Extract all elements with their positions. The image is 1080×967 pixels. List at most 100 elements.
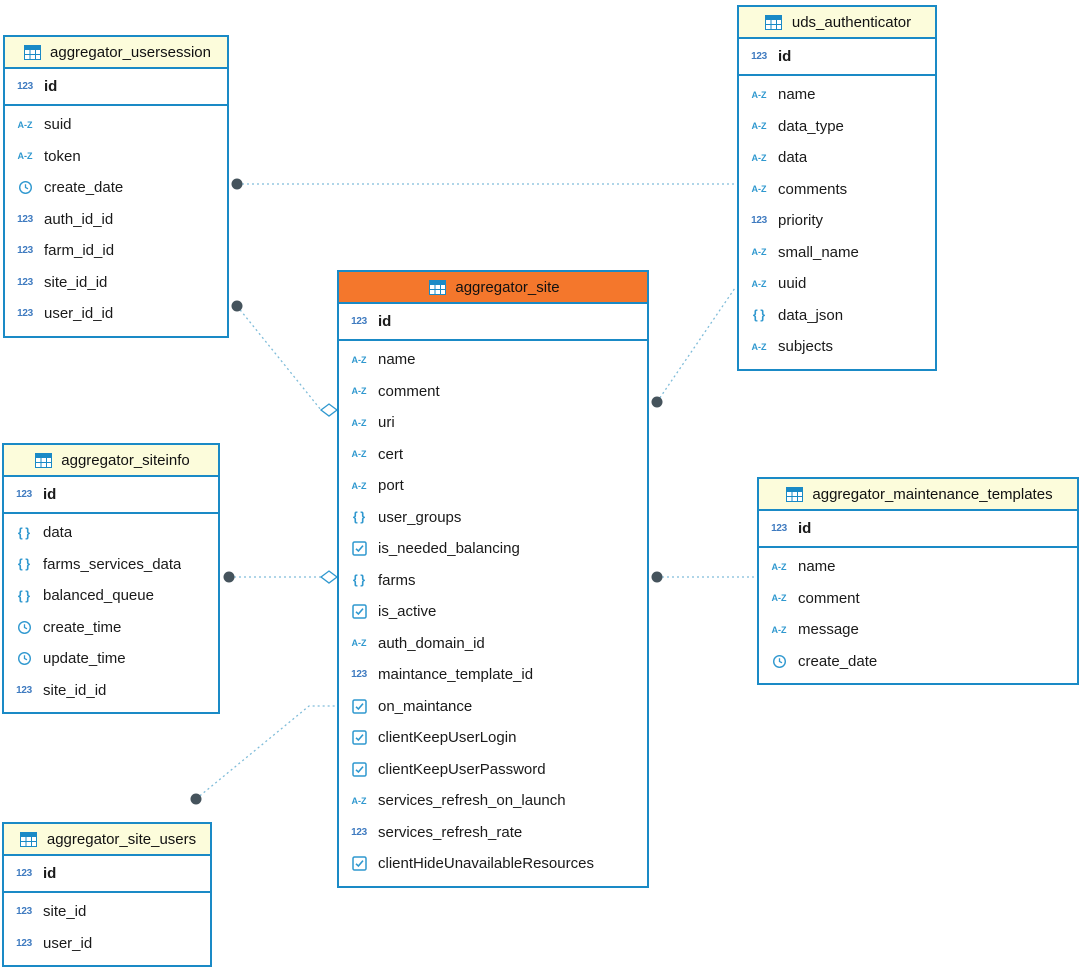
- column-row-create_date[interactable]: create_date: [759, 646, 1077, 678]
- text-type-icon: A-Z: [751, 278, 767, 289]
- numeric-type-icon: 123: [771, 523, 787, 534]
- text-type-icon: A-Z: [17, 151, 33, 162]
- text-type-icon: A-Z: [751, 247, 767, 258]
- relation-endpoint-dot: [231, 178, 243, 190]
- column-row-user_groups[interactable]: { }user_groups: [339, 502, 647, 534]
- column-name: farm_id_id: [44, 242, 115, 260]
- column-row-farms_services_data[interactable]: { }farms_services_data: [4, 549, 218, 581]
- boolean-type-icon: [348, 541, 370, 556]
- column-name: token: [44, 147, 81, 165]
- column-row-balanced_queue[interactable]: { }balanced_queue: [4, 580, 218, 612]
- table-header[interactable]: aggregator_maintenance_templates: [759, 479, 1077, 511]
- column-name: user_id: [43, 934, 93, 952]
- column-name: uri: [378, 414, 395, 432]
- datetime-type-icon: [13, 620, 35, 635]
- column-row-clientHideUnavailableResources[interactable]: clientHideUnavailableResources: [339, 848, 647, 880]
- text-type-icon: A-Z: [351, 449, 367, 460]
- table-header[interactable]: uds_authenticator: [739, 7, 935, 39]
- column-name: create_time: [43, 618, 122, 636]
- numeric-type-icon: 123: [16, 868, 32, 879]
- column-name: port: [378, 477, 404, 495]
- table-header[interactable]: aggregator_site_users: [4, 824, 210, 856]
- column-name: data: [43, 524, 73, 542]
- column-row-is_needed_balancing[interactable]: is_needed_balancing: [339, 533, 647, 565]
- column-row-clientKeepUserPassword[interactable]: clientKeepUserPassword: [339, 754, 647, 786]
- column-row-data_json[interactable]: { }data_json: [739, 300, 935, 332]
- column-name: comment: [378, 382, 440, 400]
- relation-endpoint-dot: [231, 300, 243, 312]
- numeric-type-icon: 123: [351, 826, 367, 838]
- column-row-create_time[interactable]: create_time: [4, 612, 218, 644]
- text-type-icon: A-Z: [771, 593, 787, 604]
- table-icon: [426, 279, 448, 295]
- column-row-update_time[interactable]: update_time: [4, 643, 218, 675]
- boolean-type-icon: [348, 856, 370, 871]
- column-row-data[interactable]: { } data: [4, 517, 218, 549]
- column-row-token[interactable]: A-Z token: [5, 141, 227, 173]
- column-row-is_active[interactable]: is_active: [339, 596, 647, 628]
- numeric-type-icon: 123: [17, 213, 33, 225]
- numeric-type-icon: 123: [16, 937, 32, 949]
- json-type-icon: { }: [17, 525, 31, 540]
- column-name: auth_domain_id: [378, 634, 485, 652]
- table-header[interactable]: aggregator_site: [339, 272, 647, 304]
- numeric-type-icon: 123: [16, 684, 32, 696]
- column-row-clientKeepUserLogin[interactable]: clientKeepUserLogin: [339, 722, 647, 754]
- column-name: update_time: [43, 650, 126, 668]
- column-name: auth_id_id: [44, 210, 114, 228]
- column-row-farms[interactable]: { }farms: [339, 565, 647, 597]
- table-header[interactable]: aggregator_usersession: [5, 37, 227, 69]
- table-icon: [18, 831, 40, 847]
- column-row-on_maintance[interactable]: on_maintance: [339, 691, 647, 723]
- table-header[interactable]: aggregator_siteinfo: [4, 445, 218, 477]
- column-name: farms_services_data: [43, 555, 182, 573]
- column-row-auth_id_id[interactable]: 123 auth_id_id: [5, 204, 227, 236]
- column-row-user_id[interactable]: 123 user_id: [4, 928, 210, 960]
- text-type-icon: A-Z: [751, 121, 767, 132]
- column-name: services_refresh_on_launch: [378, 792, 566, 810]
- text-type-icon: A-Z: [351, 354, 367, 365]
- column-row-create_date[interactable]: create_date: [5, 172, 227, 204]
- numeric-type-icon: 123: [17, 81, 33, 92]
